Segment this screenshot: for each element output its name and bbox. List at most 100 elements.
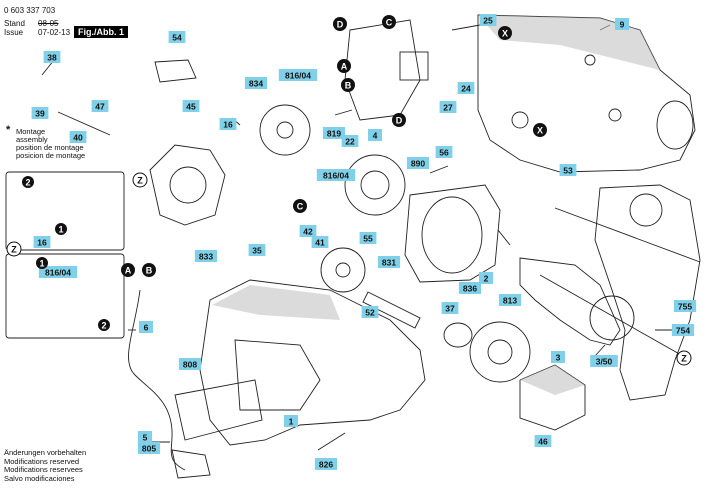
- part-label: 805: [137, 442, 161, 454]
- field-coil-shape: [404, 184, 501, 283]
- screw-819: [334, 109, 353, 116]
- main-housing-panel: [234, 339, 321, 411]
- screw-826: [317, 432, 346, 451]
- part-label: 831: [377, 256, 401, 268]
- chuck-shade: [520, 365, 585, 395]
- montage-line-3: position de montage: [16, 143, 84, 152]
- part-label-text: 836: [463, 284, 477, 294]
- part-label-box: [311, 236, 329, 248]
- part-label-text: 808: [183, 360, 197, 370]
- letter-marker-circle: [392, 113, 406, 127]
- letter-marker-text: Z: [11, 244, 17, 254]
- part-number: 0 603 337 703: [4, 6, 56, 15]
- letter-marker-text: Z: [137, 175, 143, 185]
- part-label: 37: [441, 302, 459, 314]
- inset-step-marker-circle: [22, 176, 34, 188]
- part-label-text: 16: [223, 120, 233, 130]
- part-label: 40: [69, 131, 87, 143]
- letter-marker: Z: [132, 172, 148, 188]
- armature-shape: [519, 257, 621, 346]
- part-label: 55: [359, 232, 377, 244]
- brush-plate-hub: [276, 121, 294, 139]
- gearbox-housing-shape: [469, 321, 531, 383]
- stand-value: 08-05: [38, 19, 59, 28]
- brush-plate-shape: [259, 104, 311, 156]
- part-label: 53: [559, 164, 577, 176]
- part-label-box: [671, 324, 695, 336]
- part-label-box: [406, 157, 430, 169]
- housing-shade: [212, 285, 340, 320]
- part-label-text: 35: [252, 246, 262, 256]
- montage-line-2: assembly: [16, 135, 48, 144]
- part-label-text: 816/04: [45, 268, 71, 278]
- letter-marker-text: X: [502, 28, 508, 38]
- letter-marker: A: [337, 59, 351, 73]
- part-label: 38: [43, 51, 61, 63]
- letter-marker-circle: [121, 263, 135, 277]
- part-label-text: 42: [303, 227, 313, 237]
- rear-bearing-housing-shape: [149, 144, 226, 226]
- part-label-box: [178, 358, 202, 370]
- part-label: 890: [406, 157, 430, 169]
- part-label-text: 41: [315, 238, 325, 248]
- part-label-text: 16: [37, 238, 47, 248]
- letter-marker-circle: [333, 17, 347, 31]
- part-label-box: [435, 146, 453, 158]
- part-label-box: [551, 351, 565, 363]
- part-label-box: [138, 431, 152, 443]
- letter-marker: D: [333, 17, 347, 31]
- gear-hub: [335, 262, 351, 278]
- housing-hole: [584, 54, 596, 66]
- part-label-box: [69, 131, 87, 143]
- part-label-text: 3/50: [596, 357, 613, 367]
- part-label: 16: [219, 118, 237, 130]
- part-label: 47: [91, 100, 109, 112]
- part-label-text: 755: [678, 302, 692, 312]
- part-label-box: [534, 435, 552, 447]
- inset-step-marker-text: 1: [39, 258, 44, 268]
- part-label-text: 816/04: [285, 71, 311, 81]
- part-label-box: [441, 302, 459, 314]
- inset-step-marker-text: 2: [101, 320, 106, 330]
- rear-bearing-ring: [169, 166, 207, 204]
- part-label-box: [43, 51, 61, 63]
- spindle-shape: [362, 291, 421, 329]
- housing-shade: [478, 15, 660, 70]
- part-label-box: [38, 266, 78, 278]
- part-label-box: [615, 18, 629, 30]
- part-label-box: [182, 100, 200, 112]
- part-label: 39: [31, 107, 49, 119]
- figure-label: Fig./Abb. 1: [74, 26, 128, 38]
- part-label-text: 25: [483, 16, 493, 26]
- part-label-text: 831: [382, 258, 396, 268]
- part-label-text: 37: [445, 304, 455, 314]
- part-label-box: [590, 355, 618, 367]
- part-label: 41: [311, 236, 329, 248]
- inset-step-marker: 2: [98, 319, 110, 331]
- part-label-text: 47: [95, 102, 105, 112]
- inset-step-marker-text: 2: [25, 177, 30, 187]
- montage-line-4: posicion de montage: [16, 151, 86, 160]
- part-label: 24: [457, 82, 475, 94]
- part-label: 754: [671, 324, 695, 336]
- part-label-text: 834: [249, 79, 263, 89]
- part-label: 25: [479, 14, 497, 26]
- part-label: 45: [182, 100, 200, 112]
- part-label: 54: [168, 31, 186, 43]
- part-label: 813: [498, 294, 522, 306]
- part-label: 6: [139, 321, 153, 333]
- letter-marker-circle: [341, 78, 355, 92]
- part-label-text: 54: [172, 33, 182, 43]
- part-label-text: 45: [186, 102, 196, 112]
- part-label-text: 826: [319, 460, 333, 470]
- part-label: 9: [615, 18, 629, 30]
- letter-marker-text: B: [146, 265, 153, 275]
- screw-890: [429, 165, 449, 174]
- part-label-box: [278, 69, 318, 81]
- letter-marker-circle: [533, 123, 547, 137]
- letter-marker: X: [498, 26, 512, 40]
- brush-ring-shape: [344, 154, 406, 216]
- part-label-text: 816/04: [323, 171, 349, 181]
